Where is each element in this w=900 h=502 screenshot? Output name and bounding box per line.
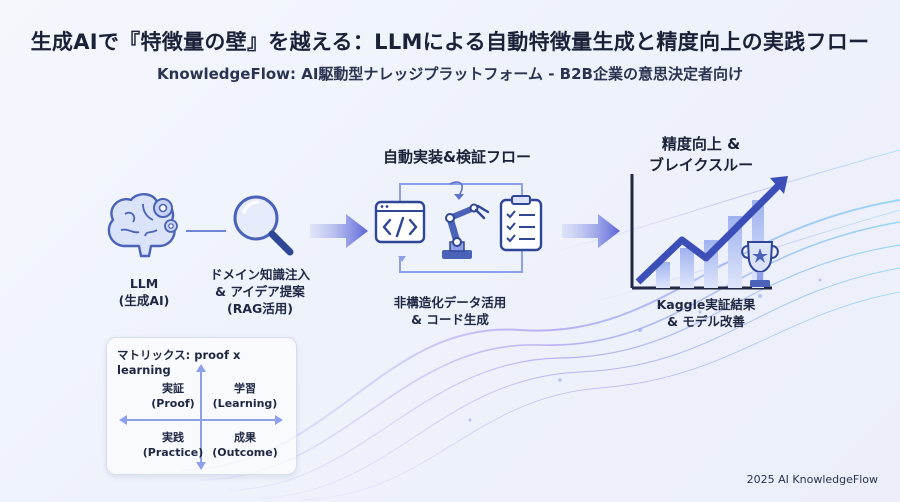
stage-result-heading: 精度向上 & ブレイクスルー <box>648 135 754 174</box>
matrix-quadrant-outcome: 成果(Outcome) <box>212 431 278 459</box>
code-window-icon <box>374 200 426 244</box>
stage-domain-label: ドメイン知識注入 & アイデア提案 (RAG活用) <box>209 267 310 316</box>
proof-learning-matrix: マトリックス: proof x learning 実証(Proof) 学習(Le… <box>106 337 297 475</box>
stage-llm-label: LLM (生成AI) <box>118 276 170 308</box>
matrix-quadrant-practice: 実践(Practice) <box>142 431 204 459</box>
footer-credit: 2025 AI KnowledgeFlow <box>746 473 878 486</box>
page-subtitle: KnowledgeFlow: AI駆動型ナレッジプラットフォーム - B2B企業… <box>157 65 743 83</box>
stage-auto-label: 非構造化データ活用 & コード生成 <box>393 295 507 327</box>
matrix-title: マトリックス: proof x learning <box>117 348 241 377</box>
stage-auto-heading: 自動実装&検証フロー <box>382 148 532 166</box>
brain-gear-icon <box>107 193 178 258</box>
flow-arrow-icon <box>310 214 368 248</box>
matrix-quadrant-proof: 実証(Proof) <box>151 382 195 410</box>
connector-line <box>186 230 226 232</box>
magnifier-icon <box>233 195 294 256</box>
trophy-icon <box>741 241 779 287</box>
matrix-axes <box>119 364 283 470</box>
matrix-quadrant-learning: 学習(Learning) <box>212 382 278 410</box>
stage-result-label: Kaggle実証結果 & モデル改善 <box>656 297 756 329</box>
clipboard-checklist-icon <box>499 195 543 252</box>
page-title: 生成AIで『特徴量の壁』を越える：LLMによる自動特徴量生成と精度向上の実践フロ… <box>30 30 870 54</box>
flow-arrow-icon-2 <box>562 214 620 248</box>
robot-arm-icon <box>442 203 490 259</box>
